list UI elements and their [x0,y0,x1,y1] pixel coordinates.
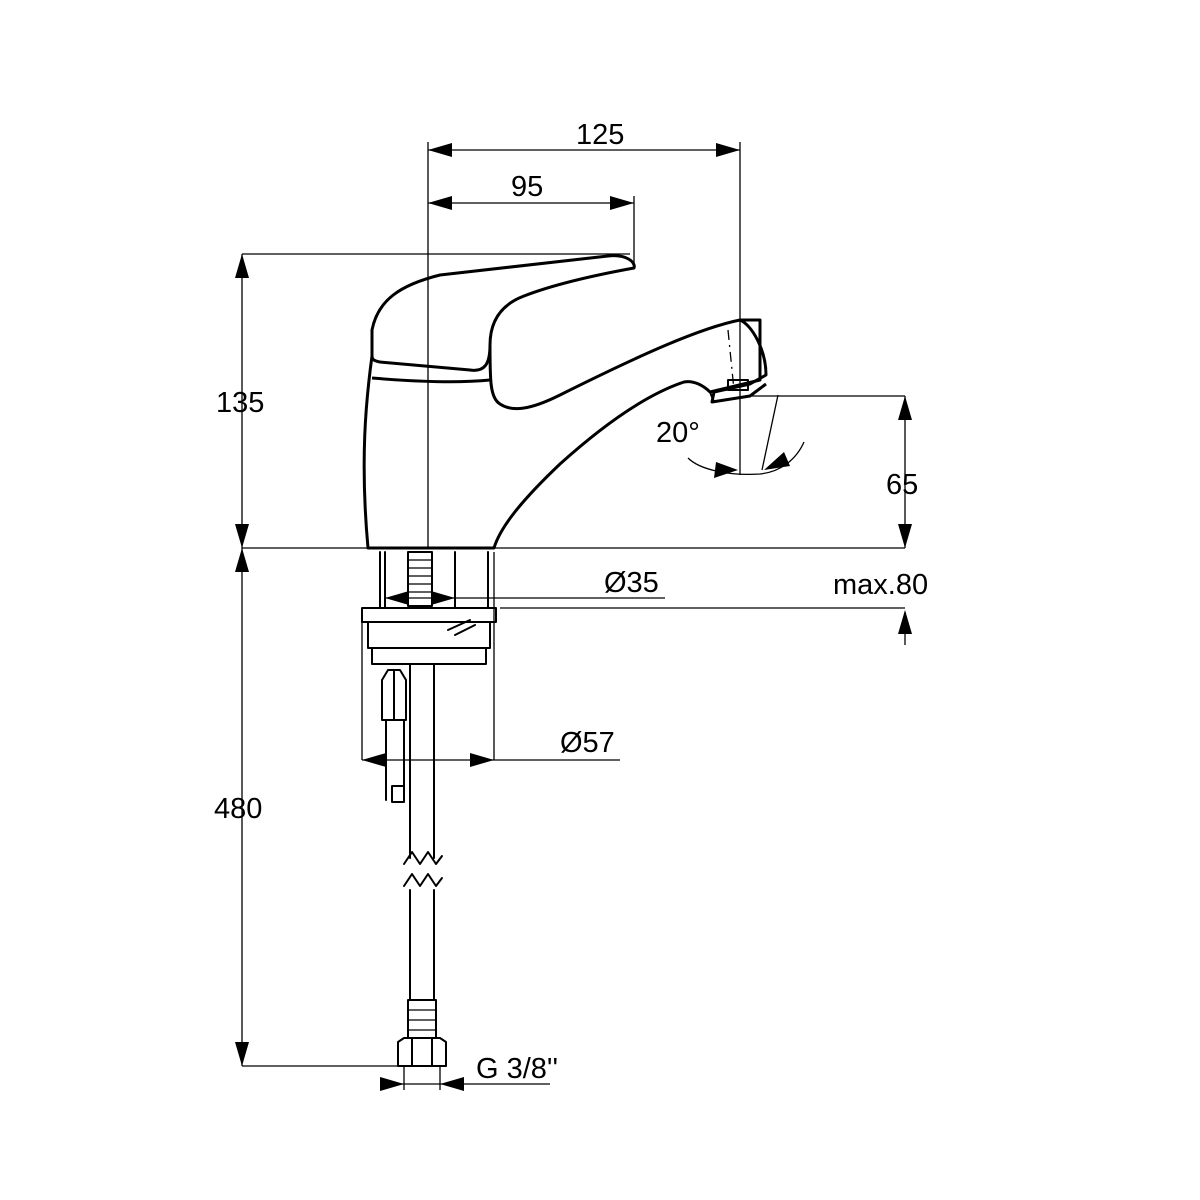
aerator [710,318,768,404]
threaded-stud [407,551,433,607]
label-angle: 20° [656,417,700,449]
faucet-body [361,254,768,1067]
dimension-65: 65 [886,396,918,548]
extension-lines [242,142,905,1090]
label-max80: max.80 [833,569,928,601]
lever-handle [370,254,636,372]
dimension-thread: G 3/8'' [380,1053,558,1091]
dimension-480: 480 [214,548,262,1066]
dimension-95: 95 [428,171,634,210]
label-65: 65 [886,469,918,501]
dimension-d57: Ø57 [362,727,620,767]
body-outline [362,318,762,550]
label-thread: G 3/8'' [476,1053,558,1085]
dimension-angle: 20° [656,417,805,478]
label-125: 125 [576,119,624,151]
hose-fitting [381,669,407,803]
dimension-max80: max.80 [833,569,928,645]
dimension-135: 135 [216,254,264,548]
label-480: 480 [214,793,262,825]
flexible-hose [397,663,447,1067]
label-135: 135 [216,387,264,419]
lock-nut [371,647,487,665]
dimension-d35: Ø35 [385,567,665,605]
label-d57: Ø57 [560,727,615,759]
base-plate [361,607,497,623]
dimension-125: 125 [428,119,740,157]
collar-ring [371,376,491,384]
label-d35: Ø35 [604,567,659,599]
label-95: 95 [511,171,543,203]
